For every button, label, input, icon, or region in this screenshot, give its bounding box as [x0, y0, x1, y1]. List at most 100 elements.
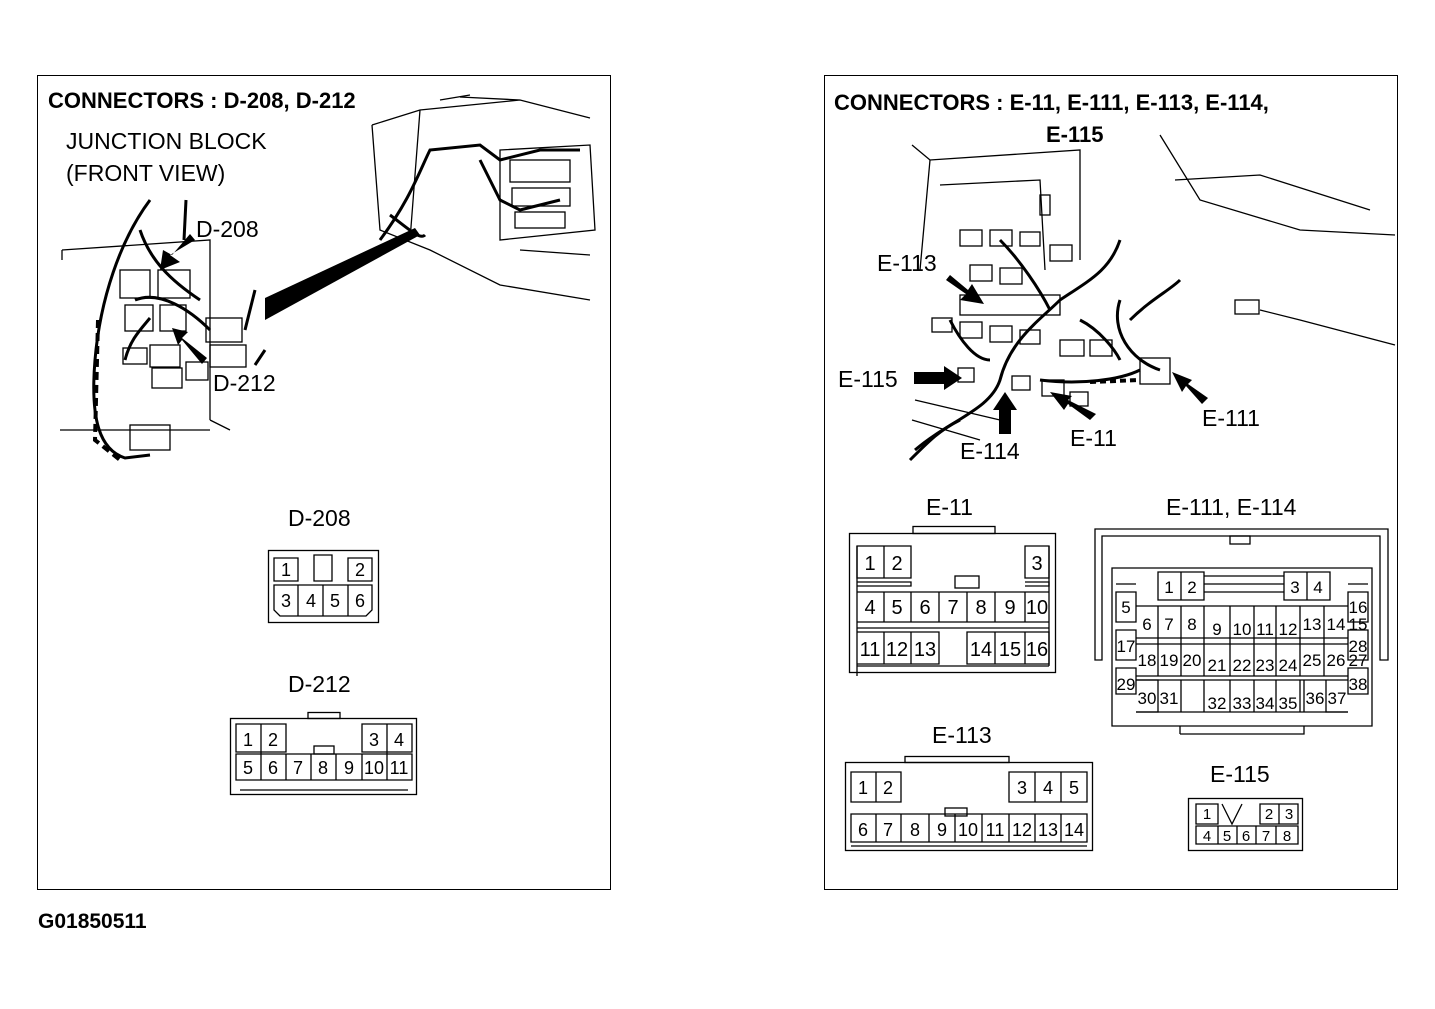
connector-e-111-e-114-title: E-111, E-114: [1166, 494, 1297, 520]
pin: 4: [1313, 578, 1322, 597]
pin: 14: [970, 639, 992, 661]
connector-e-113-title: E-113: [932, 722, 992, 748]
pin: 2: [891, 553, 902, 575]
pin: 11: [390, 758, 409, 778]
callout-e-111: E-111: [1202, 405, 1260, 431]
callout-e-11: E-11: [1070, 425, 1117, 451]
pin: 7: [883, 820, 893, 840]
connector-e-11-title: E-11: [926, 494, 973, 520]
connector-e-111-e-114: 1 2 3 4 5 6 7 8 9 10 11 12 13 14 15 16 1…: [1094, 528, 1389, 735]
pin: 3: [1290, 578, 1299, 597]
pin: 8: [318, 758, 328, 778]
pin: 36: [1306, 689, 1325, 708]
pin: 23: [1256, 656, 1275, 675]
pin: 33: [1233, 694, 1252, 713]
pin: 11: [1256, 620, 1274, 639]
left-panel: [37, 75, 611, 890]
pin: 31: [1160, 689, 1179, 708]
pin: 27: [1349, 651, 1368, 670]
pin: 10: [1026, 597, 1048, 619]
pin: 19: [1160, 651, 1179, 670]
pin: 12: [1012, 820, 1032, 840]
pin: 10: [364, 758, 384, 778]
connector-e-11: 1 2 3 4 5 6 7 8 9 10 11 12 13 14 15 16: [848, 525, 1057, 676]
pin: 5: [1223, 828, 1231, 845]
pin: 4: [1043, 778, 1053, 798]
pin: 30: [1138, 689, 1157, 708]
pin: 3: [369, 730, 379, 750]
pin: 3: [1285, 806, 1293, 823]
pin: 6: [268, 758, 278, 778]
callout-d-208: D-208: [196, 216, 259, 242]
pin: 12: [886, 639, 908, 661]
pin: 6: [355, 591, 365, 611]
pin: 35: [1279, 694, 1298, 713]
pin: 25: [1303, 651, 1322, 670]
connector-d-208-title: D-208: [288, 505, 351, 531]
pin: 8: [975, 597, 986, 619]
pin: 4: [306, 591, 316, 611]
connector-d-212-title: D-212: [288, 671, 351, 697]
pin: 6: [1142, 615, 1151, 634]
pin: 5: [330, 591, 340, 611]
pin: 1: [858, 778, 868, 798]
right-panel: [824, 75, 1398, 890]
pin: 13: [1038, 820, 1058, 840]
pin: 2: [268, 730, 278, 750]
callout-e-115: E-115: [838, 366, 898, 392]
callout-e-114: E-114: [960, 438, 1020, 464]
pin: 26: [1327, 651, 1346, 670]
callout-e-113: E-113: [877, 250, 937, 276]
connector-e-115: 1 2 3 4 5 6 7 8: [1187, 797, 1304, 852]
pin: 10: [958, 820, 978, 840]
pin: 21: [1208, 656, 1227, 675]
pin: 9: [1212, 620, 1221, 639]
connector-d-212: 1 2 3 4 5 6 7 8 9 10 11: [229, 711, 418, 796]
pin: 14: [1064, 820, 1084, 840]
pin: 2: [355, 560, 365, 580]
pin: 37: [1328, 689, 1347, 708]
pin: 8: [910, 820, 920, 840]
pin: 16: [1349, 598, 1368, 617]
pin: 6: [858, 820, 868, 840]
pin: 28: [1349, 637, 1368, 656]
pin: 20: [1183, 651, 1202, 670]
junction-block-view-label: (FRONT VIEW): [66, 160, 226, 186]
pin: 6: [1242, 828, 1250, 845]
right-panel-heading-cont: E-115: [1046, 122, 1104, 147]
connector-d-208: 1 2 3 4 5 6: [267, 549, 380, 624]
pin: 9: [344, 758, 354, 778]
left-panel-heading: CONNECTORS : D-208, D-212: [48, 88, 356, 113]
pin: 24: [1279, 656, 1298, 675]
callout-d-212: D-212: [213, 370, 276, 396]
pin: 13: [914, 639, 936, 661]
connector-e-115-title: E-115: [1210, 761, 1270, 787]
pin: 14: [1327, 615, 1346, 634]
pin: 10: [1233, 620, 1252, 639]
connector-e-113: 1 2 3 4 5 6 7 8 9 10 11 12 13 14: [844, 755, 1094, 852]
right-panel-heading: CONNECTORS : E-11, E-111, E-113, E-114,: [834, 90, 1269, 115]
pin: 34: [1256, 694, 1275, 713]
pin: 4: [864, 597, 875, 619]
pin: 22: [1233, 656, 1252, 675]
pin: 9: [937, 820, 947, 840]
pin: 38: [1349, 675, 1368, 694]
pin: 18: [1138, 651, 1157, 670]
pin: 1: [864, 553, 875, 575]
pin: 15: [999, 639, 1021, 661]
pin: 13: [1303, 615, 1322, 634]
pin: 3: [1031, 553, 1042, 575]
pin: 7: [293, 758, 303, 778]
pin: 9: [1004, 597, 1015, 619]
pin: 1: [1203, 806, 1211, 823]
pin: 29: [1117, 675, 1136, 694]
pin: 4: [394, 730, 404, 750]
pin: 5: [1121, 598, 1130, 617]
pin: 7: [1164, 615, 1173, 634]
pin: 17: [1117, 637, 1136, 656]
pin: 16: [1026, 639, 1048, 661]
pin: 1: [1164, 578, 1173, 597]
pin: 2: [1187, 578, 1196, 597]
